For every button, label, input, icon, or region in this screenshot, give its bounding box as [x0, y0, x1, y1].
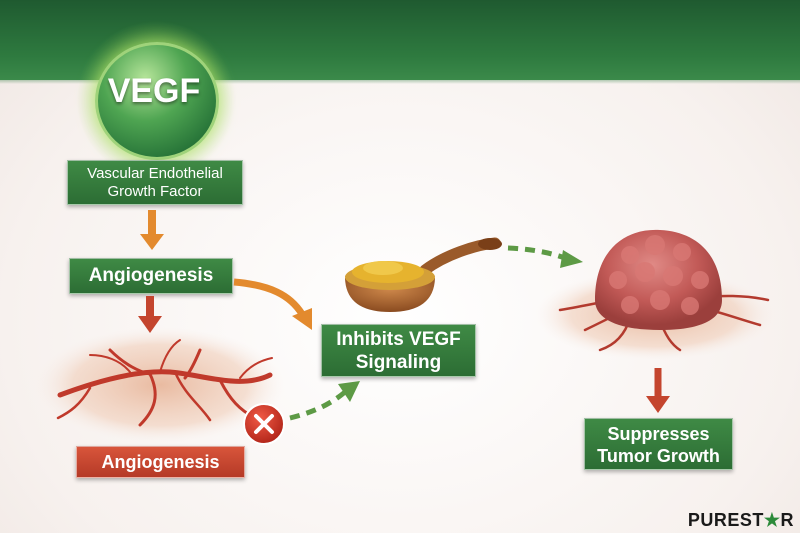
suppresses-box: Suppresses Tumor Growth — [584, 418, 733, 470]
logo-text-before: PUREST — [687, 510, 764, 530]
arrow-vegf-to-angiogenesis — [140, 210, 164, 250]
vegf-full-line1: Vascular Endothelial — [87, 165, 223, 182]
arrow-angiogenesis-to-vessels — [138, 296, 162, 333]
vegf-badge-label: VEGF — [107, 72, 201, 110]
inhibits-line1: Inhibits VEGF — [336, 329, 461, 350]
dashed-arrow-x-to-inhibits — [289, 381, 360, 421]
inhibits-line2: Signaling — [355, 352, 442, 373]
tumor-illustration — [535, 229, 775, 360]
angiogenesis-top-box: Angiogenesis — [69, 258, 233, 294]
vegf-full-name-box: Vascular Endothelial Growth Factor — [67, 160, 243, 205]
logo-star-icon: ★ — [763, 510, 781, 530]
suppresses-line2: Tumor Growth — [597, 446, 720, 466]
arrow-angiogenesis-to-inhibits — [233, 278, 312, 330]
brand-logo: PUREST★R — [688, 510, 794, 531]
angiogenesis-bottom-box: Angiogenesis — [76, 446, 245, 478]
arrow-tumor-to-suppresses — [646, 368, 670, 413]
logo-text-after: R — [780, 510, 794, 530]
suppresses-line1: Suppresses — [607, 424, 710, 444]
angiogenesis-top-label: Angiogenesis — [88, 265, 214, 286]
turmeric-spoon-illustration — [345, 237, 502, 312]
block-x-icon — [243, 403, 285, 445]
vessel-network-illustration — [35, 327, 285, 443]
dashed-arrow-spoon-to-tumor — [507, 245, 583, 268]
vegf-sphere-icon — [95, 42, 219, 160]
angiogenesis-bottom-label: Angiogenesis — [101, 452, 220, 472]
vegf-full-line2: Growth Factor — [107, 183, 203, 200]
inhibits-box: Inhibits VEGF Signaling — [321, 324, 476, 377]
